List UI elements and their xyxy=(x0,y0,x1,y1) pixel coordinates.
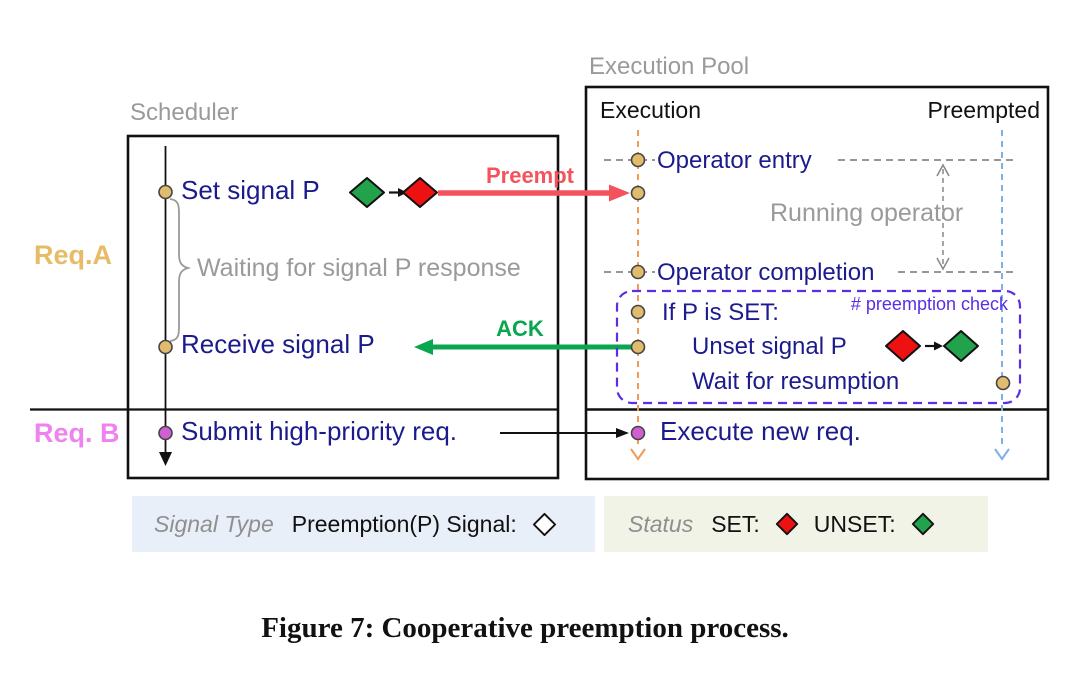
operator-completion-label: Operator completion xyxy=(657,259,875,286)
preempted-lane-arrowhead-icon xyxy=(994,448,1010,461)
wait-resumption-label: Wait for resumption xyxy=(692,368,900,395)
if-p-set-dot-icon xyxy=(630,304,646,320)
column-header-execution: Execution xyxy=(600,97,702,123)
operator-completion-dot-icon xyxy=(630,264,646,280)
set-signal-label: Set signal P xyxy=(181,175,320,205)
running-operator-label: Running operator xyxy=(770,199,964,227)
submit-req-label: Submit high-priority req. xyxy=(181,416,457,446)
scheduler-title: Scheduler xyxy=(130,99,239,126)
operator-entry-label: Operator entry xyxy=(657,147,812,174)
set-signal-green-diamond-icon xyxy=(349,177,385,208)
set-signal-red-diamond-icon xyxy=(402,177,438,208)
wait-resumption-dot-icon xyxy=(995,375,1011,391)
status-label: Status xyxy=(628,510,694,537)
preemption-check-box xyxy=(615,289,1022,405)
if-p-set-label: If P is SET: xyxy=(662,299,779,326)
ack-origin-dot-icon xyxy=(630,339,646,355)
running-operator-arrow-down-icon xyxy=(936,257,950,271)
unset-status-diamond-icon xyxy=(911,512,934,536)
execute-new-label: Execute new req. xyxy=(660,416,861,446)
signal-type-label: Signal Type xyxy=(154,510,274,537)
legend-signal-type: Signal Type Preemption(P) Signal: xyxy=(132,496,595,552)
status-unset-label: UNSET: xyxy=(813,510,896,537)
column-header-preempted: Preempted xyxy=(927,97,1040,123)
execution-lane-arrowhead-icon xyxy=(630,448,646,461)
unset-signal-transition-arrowhead-icon xyxy=(934,341,943,351)
status-set-label: SET: xyxy=(711,510,760,537)
figure-caption: Figure 7: Cooperative preemption process… xyxy=(261,612,789,644)
waiting-label: Waiting for signal P response xyxy=(197,254,521,282)
preempt-arrow-label: Preempt xyxy=(485,163,575,188)
submit-arrowhead-icon xyxy=(616,428,629,438)
preemption-signal-diamond-icon xyxy=(532,512,556,536)
scheduler-box xyxy=(126,134,560,480)
signal-type-text: Preemption(P) Signal: xyxy=(291,510,517,537)
set-signal-dot-icon xyxy=(158,184,173,200)
ack-arrowhead-icon xyxy=(414,339,433,355)
submit-req-dot-icon xyxy=(158,425,173,441)
receive-signal-dot-icon xyxy=(158,339,173,355)
preempt-arrival-dot-icon xyxy=(630,185,646,201)
legend-status: Status SET: UNSET: xyxy=(604,496,988,552)
execution-pool-box xyxy=(584,85,1050,481)
waiting-brace-icon xyxy=(169,198,192,342)
receive-signal-label: Receive signal P xyxy=(181,329,375,359)
unset-signal-green-diamond-icon xyxy=(943,330,979,362)
req-b-label: Req. B xyxy=(34,418,120,448)
execution-pool-title: Execution Pool xyxy=(589,53,750,80)
unset-signal-red-diamond-icon xyxy=(885,330,921,362)
req-a-label: Req.A xyxy=(34,240,113,270)
set-status-diamond-icon xyxy=(775,512,798,536)
execute-new-dot-icon xyxy=(630,425,646,441)
scheduler-timeline-arrowhead-icon xyxy=(159,452,172,466)
preemption-check-label: # preemption check xyxy=(850,294,1008,314)
unset-signal-label: Unset signal P xyxy=(692,333,847,360)
operator-entry-dot-icon xyxy=(630,152,646,168)
preempt-arrowhead-icon xyxy=(609,184,630,202)
running-operator-arrow-up-icon xyxy=(936,163,950,177)
ack-arrow-label: ACK xyxy=(496,316,544,341)
